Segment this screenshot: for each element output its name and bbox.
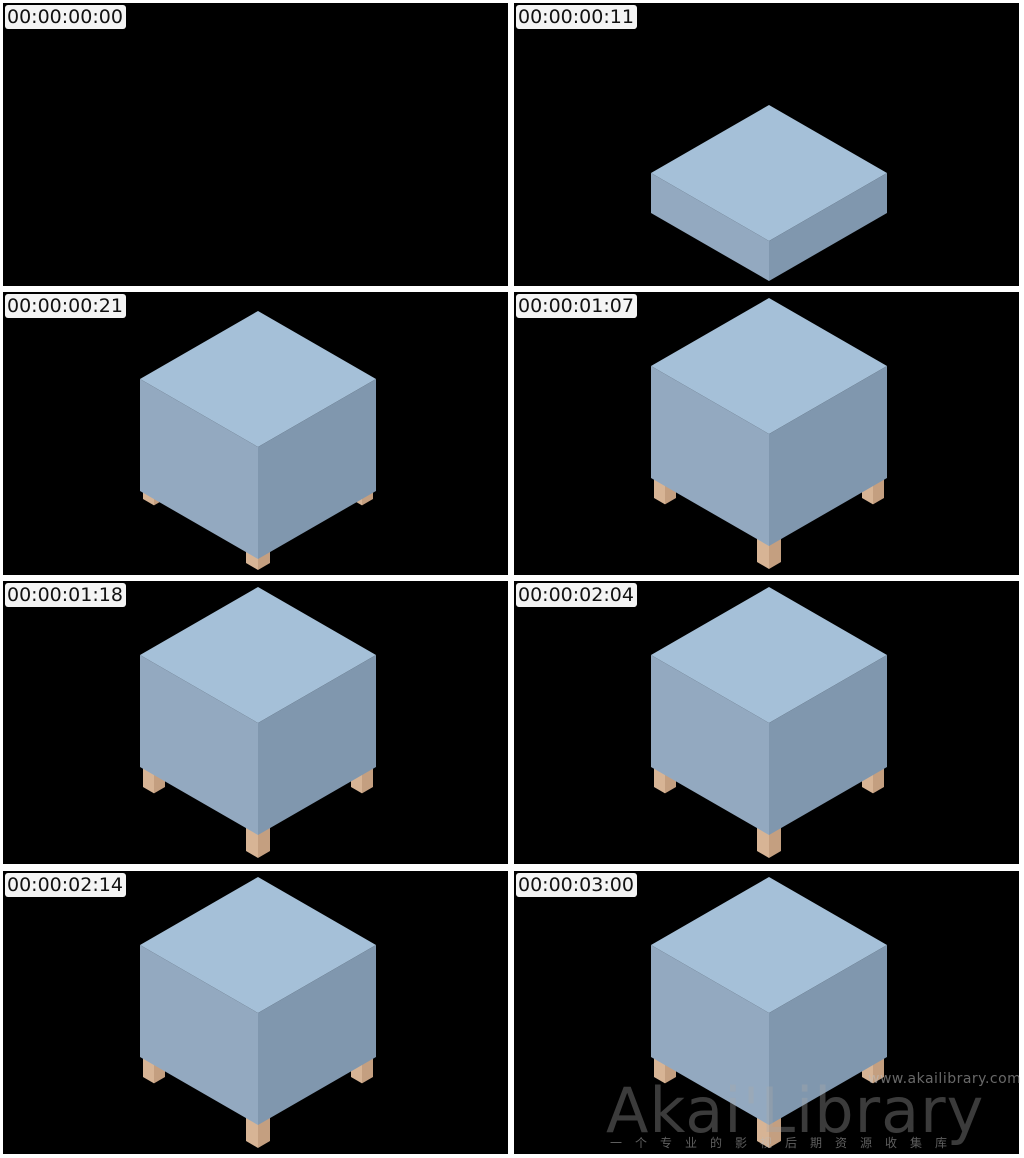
frame-timecode: 00:00:02:04 — [516, 583, 637, 607]
frame-timecode: 00:00:02:14 — [5, 873, 126, 897]
cube-left-face — [651, 366, 769, 546]
animation-frame: 00:00:01:07 — [514, 292, 1019, 575]
animation-frame: 00:00:00:00 — [3, 3, 508, 286]
cube-right-face — [258, 379, 376, 559]
cube-scene — [140, 587, 376, 858]
animation-frame: 00:00:03:00 — [514, 871, 1019, 1154]
cube-left-face — [651, 655, 769, 835]
cube-left-face — [140, 945, 258, 1125]
cube-scene — [651, 877, 887, 1148]
cube-scene — [140, 311, 376, 570]
frame-timecode: 00:00:00:11 — [516, 5, 637, 29]
frame-timecode: 00:00:01:18 — [5, 583, 126, 607]
cube-left-face — [651, 945, 769, 1125]
animation-frame: 00:00:02:14 — [3, 871, 508, 1154]
cube-left-face — [140, 655, 258, 835]
frame-timecode: 00:00:00:00 — [5, 5, 126, 29]
animation-frame: 00:00:01:18 — [3, 581, 508, 864]
frame-timecode: 00:00:00:21 — [5, 294, 126, 318]
animation-frame: 00:00:00:21 — [3, 292, 508, 575]
cube-scene — [651, 587, 887, 858]
animation-frame: 00:00:00:11 — [514, 3, 1019, 286]
cube-left-face — [140, 379, 258, 559]
frame-timecode: 00:00:03:00 — [516, 873, 637, 897]
frame-timecode: 00:00:01:07 — [516, 294, 637, 318]
cube-right-face — [769, 366, 887, 546]
cube-right-face — [769, 655, 887, 835]
cube-scene — [651, 298, 887, 569]
cube-right-face — [258, 945, 376, 1125]
cube-scene — [651, 105, 887, 281]
animation-frame: 00:00:02:04 — [514, 581, 1019, 864]
cube-right-face — [769, 945, 887, 1125]
cube-scene — [140, 877, 376, 1148]
cube-scene — [3, 3, 508, 286]
cube-left-face — [651, 173, 769, 281]
cube-right-face — [258, 655, 376, 835]
cube-right-face — [769, 173, 887, 281]
